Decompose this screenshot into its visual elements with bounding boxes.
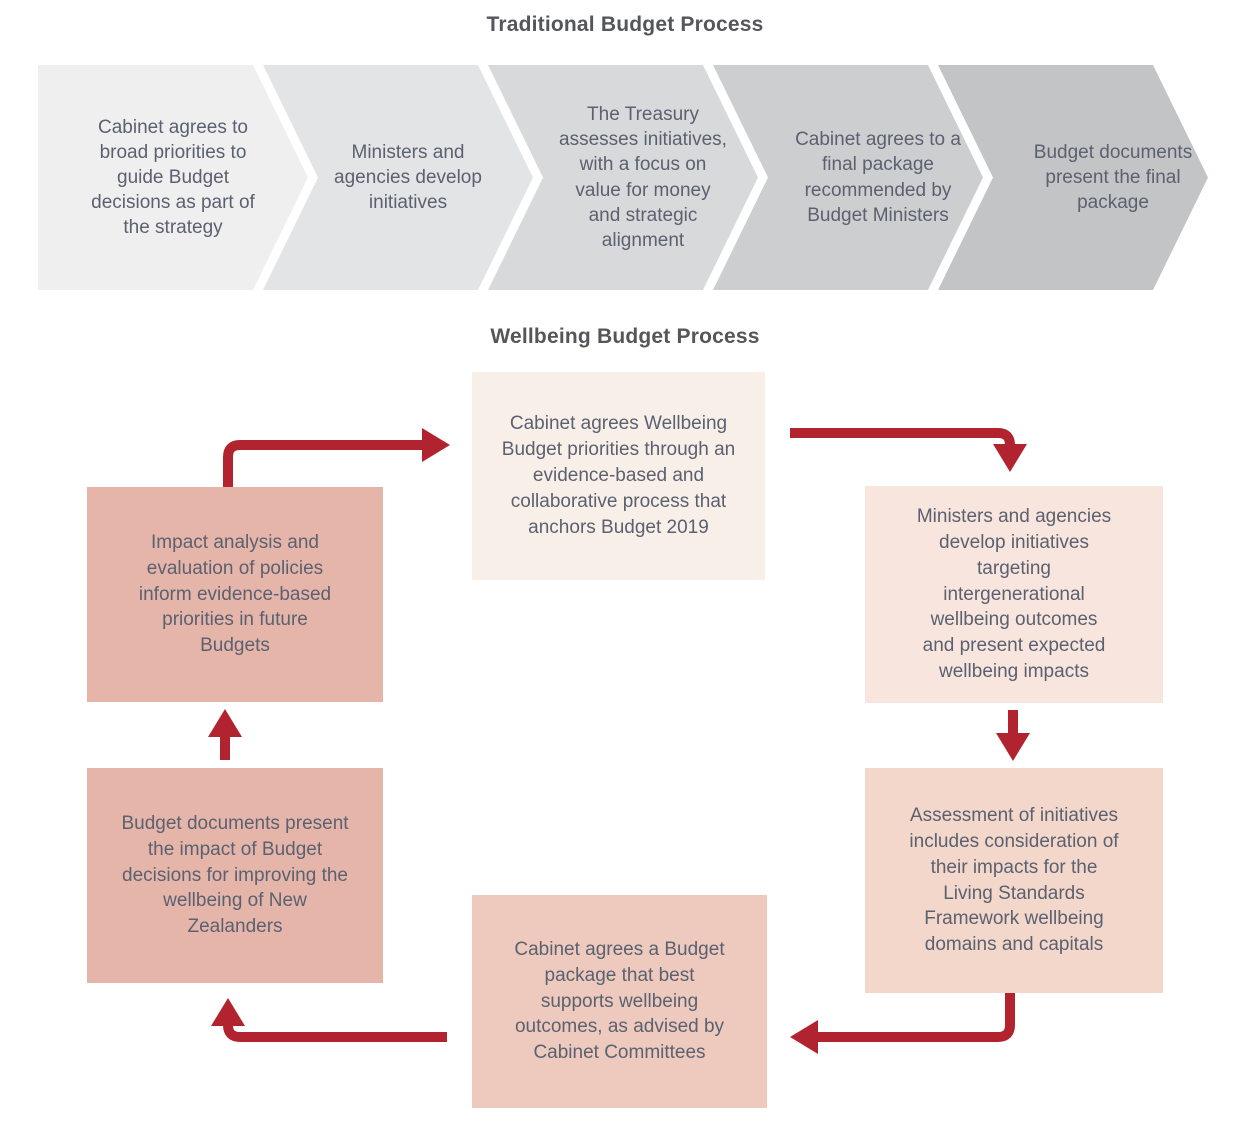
arrowhead-right-icon (422, 428, 450, 462)
traditional-step-labels: Cabinet agrees to broad priorities to gu… (38, 65, 1208, 290)
chevron-step-label: The Treasury assesses initiatives, with … (559, 104, 727, 251)
traditional-chevron-band (38, 65, 1208, 290)
wellbeing-step-budget-documents: Budget documents present the impact of B… (87, 768, 383, 983)
arrow-assessment-to-package (814, 993, 1015, 1042)
arrowhead-up-icon (208, 709, 242, 737)
arrow-priorities-to-ministers (790, 428, 1015, 448)
wellbeing-step-label: Ministers and agencies develop initiativ… (916, 506, 1112, 683)
arrowhead-up-icon (211, 998, 245, 1026)
wellbeing-step-label: Cabinet agrees Wellbeing Budget prioriti… (501, 413, 736, 538)
wellbeing-step-assessment-initiatives: Assessment of initiatives includes consi… (865, 768, 1163, 993)
chevron-step-1 (38, 65, 308, 290)
wellbeing-step-label: Cabinet agrees a Budget package that bes… (514, 938, 725, 1064)
chevron-step-3 (488, 65, 758, 290)
arrowhead-down-icon (993, 444, 1027, 472)
chevron-step-label: Budget documents present the final packa… (1033, 141, 1193, 214)
chevron-step-2 (263, 65, 533, 290)
chevron-step-label: Ministers and agencies develop initiativ… (334, 141, 482, 214)
traditional-process-title: Traditional Budget Process (486, 13, 764, 36)
wellbeing-step-label: Budget documents present the impact of B… (121, 812, 349, 938)
arrow-impact-to-priorities (223, 440, 426, 487)
wellbeing-step-label: Assessment of initiatives includes consi… (909, 805, 1119, 956)
wellbeing-step-cabinet-priorities: Cabinet agrees Wellbeing Budget prioriti… (472, 372, 765, 580)
arrowhead-down-icon (996, 733, 1030, 761)
wellbeing-step-ministers-initiatives: Ministers and agencies develop initiativ… (865, 486, 1163, 703)
chevron-step-5 (938, 65, 1208, 290)
wellbeing-step-impact-analysis: Impact analysis and evaluation of polici… (87, 487, 383, 702)
chevron-step-label: Cabinet agrees to broad priorities to gu… (91, 116, 255, 239)
arrowhead-left-icon (790, 1020, 818, 1054)
wellbeing-process-title: Wellbeing Budget Process (490, 325, 760, 348)
chevron-step-label: Cabinet agrees to a final package recomm… (795, 129, 961, 226)
arrow-package-to-documents (223, 1022, 447, 1042)
wellbeing-step-label: Impact analysis and evaluation of polici… (138, 531, 332, 657)
wellbeing-step-budget-package: Cabinet agrees a Budget package that bes… (472, 895, 767, 1108)
chevron-step-4 (713, 65, 983, 290)
